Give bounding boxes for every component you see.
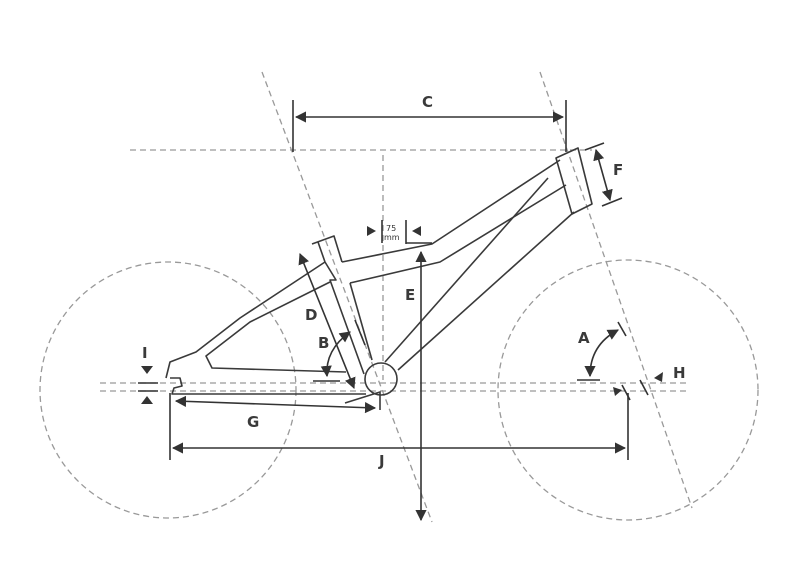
front-wheel [497,259,759,521]
dimension-b: B [313,319,366,382]
bike-frame [165,147,593,410]
dimension-e: E [405,250,427,522]
label-e: E [405,286,415,304]
label-c: C [422,93,433,111]
dimension-c: C [292,93,567,152]
label-b: B [318,334,329,352]
offset-unit: mm [384,233,400,242]
dimension-h: H [613,364,686,401]
label-i: I [142,344,148,362]
reference-lines [100,71,693,523]
dimension-j: J [169,393,629,470]
dimension-offset: 75 mm [367,220,432,244]
offset-value: 75 [386,224,396,233]
label-j: J [378,452,385,470]
label-a: A [578,329,590,347]
rear-wheel [39,261,297,519]
dimension-i: I [138,344,158,404]
label-g: G [247,413,259,431]
label-f: F [613,161,623,179]
label-d: D [305,306,317,324]
label-h: H [673,364,686,382]
dimension-g: G [174,395,377,431]
dimension-a: A [577,321,627,381]
dimension-f: F [584,142,623,207]
